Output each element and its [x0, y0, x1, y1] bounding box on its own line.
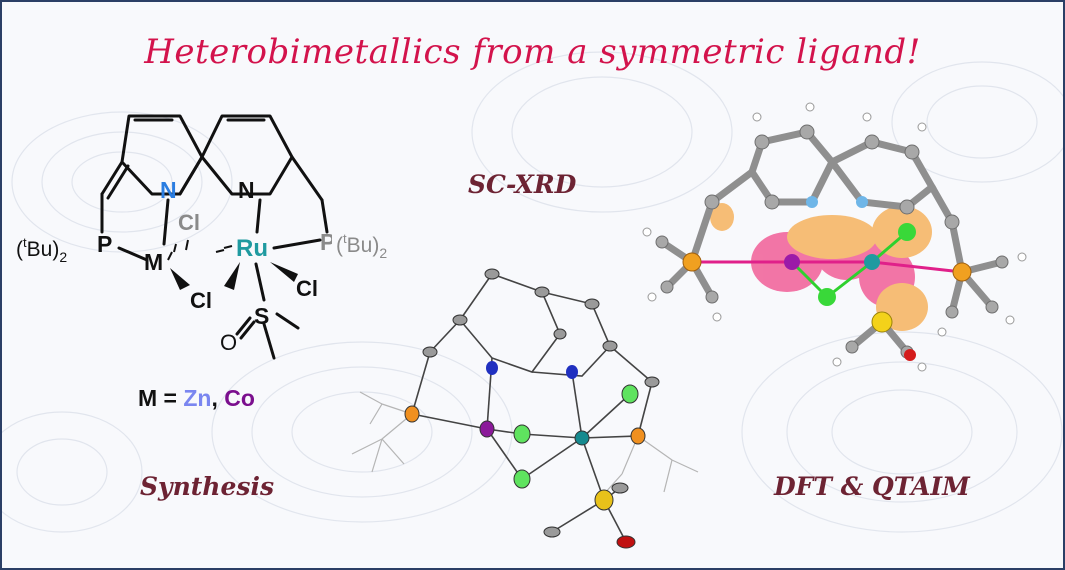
chlorine-ellipsoid-2	[513, 469, 531, 489]
metal-sphere	[784, 254, 800, 270]
metal-legend: M = Zn, Co	[138, 385, 255, 411]
svg-text:(tBu)2: (tBu)2	[336, 231, 387, 261]
metal-ellipsoid	[479, 420, 495, 438]
ruthenium-atom: Ru	[236, 235, 268, 262]
nitrogen-atom-right: N	[238, 177, 255, 203]
crystal-structure-view	[351, 268, 699, 549]
dft-qtaim-label: DFT & QTAIM	[774, 472, 970, 501]
sc-xrd-label: SC-XRD	[468, 170, 577, 199]
tbu-group-right: (tBu)2	[336, 231, 387, 261]
phosphorus-sphere-right	[952, 262, 972, 282]
oxygen-sphere	[904, 349, 916, 361]
sulfur-sphere	[871, 311, 893, 333]
phosphorus-atom-right: P	[320, 229, 332, 255]
chloride-bridge: Cl	[178, 210, 200, 235]
chlorine-ellipsoid-3	[621, 384, 639, 404]
ruthenium-ellipsoid	[574, 430, 590, 446]
nitrogen-sphere-left	[806, 196, 818, 208]
chlorine-sphere-2	[898, 223, 916, 241]
chloride-lower: Cl	[190, 288, 212, 313]
chemical-structure-scheme: N N Cl Ru M Cl Cl S O (tBu)2 P P	[16, 114, 332, 360]
zinc-label: Zn	[183, 385, 212, 411]
synthesis-label: Synthesis	[140, 472, 275, 501]
sulfur-atom: S	[254, 303, 269, 329]
cobalt-label: Co	[224, 385, 255, 411]
oxygen-atom: O	[220, 330, 237, 355]
page-title: Heterobimetallics from a symmetric ligan…	[144, 32, 921, 72]
oxygen-ellipsoid	[616, 535, 636, 549]
nitrogen-sphere-right	[856, 196, 868, 208]
chlorine-ellipsoid-1	[513, 424, 531, 444]
nitrogen-ellipsoid-left	[486, 361, 498, 375]
phosphorus-atom-left: P	[97, 231, 112, 257]
nitrogen-atom-left: N	[160, 177, 177, 203]
ruthenium-sphere	[864, 254, 880, 270]
chloride-ruthenium: Cl	[296, 276, 318, 301]
phosphorus-ellipsoid-right	[630, 427, 646, 445]
sulfur-ellipsoid	[594, 489, 614, 511]
tbu-group-left: (tBu)2	[16, 235, 67, 265]
phosphorus-ellipsoid-left	[404, 405, 420, 423]
chlorine-sphere-1	[818, 288, 836, 306]
dft-qtaim-model	[642, 102, 1027, 372]
nitrogen-ellipsoid-right	[566, 365, 578, 379]
metal-atom-m: M	[144, 249, 163, 275]
phosphorus-sphere-left	[682, 252, 702, 272]
